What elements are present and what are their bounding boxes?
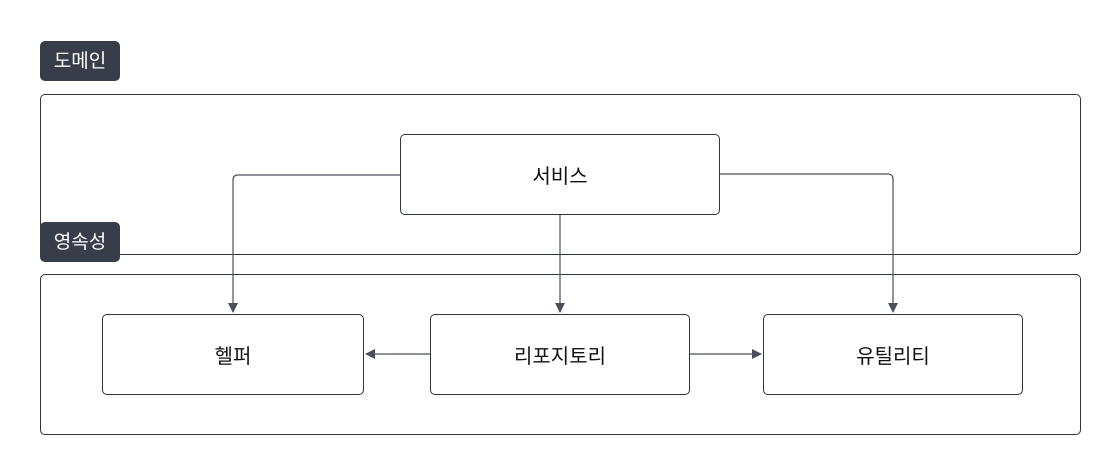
utility-node[interactable]: 유틸리티 <box>763 314 1023 395</box>
helper-node[interactable]: 헬퍼 <box>102 314 364 395</box>
service-node[interactable]: 서비스 <box>400 134 720 215</box>
persistence-group-label: 영속성 <box>40 222 120 262</box>
repository-node[interactable]: 리포지토리 <box>430 314 690 395</box>
domain-group-label: 도메인 <box>40 41 120 81</box>
